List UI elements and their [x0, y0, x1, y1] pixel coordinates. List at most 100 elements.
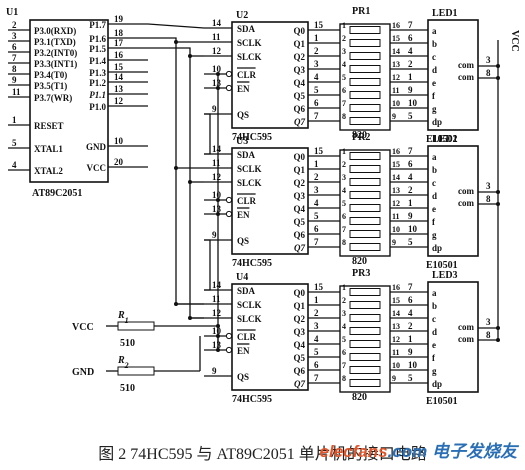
resistor-pack-part: 820: [352, 256, 367, 267]
shift-register-input-name: SCLK: [237, 164, 262, 174]
resistor-pack-left-pin: 7: [342, 225, 346, 234]
resistor-pack-left-pin: 3: [342, 309, 346, 318]
resistor-element: [349, 301, 381, 309]
shift-register-output-name: Q3: [293, 65, 305, 75]
inversion-bubble: [225, 346, 233, 354]
display-body: [427, 19, 479, 131]
shift-register-output-pin-number: 5: [314, 347, 319, 357]
u1-left-pin-number: 9: [12, 75, 17, 85]
display-pin-number: 2: [408, 59, 413, 69]
shift-register-output-pin-number: 15: [314, 20, 324, 30]
u1-right-pin-name: P1.5: [89, 44, 106, 54]
display-part: E10501: [426, 134, 458, 145]
shift-register-output-name: Q0: [293, 152, 305, 162]
display-segment-label: d: [432, 327, 437, 337]
u1-body: [29, 19, 109, 183]
resistor-pack-left-pin: 2: [342, 296, 346, 305]
resistor-element: [349, 78, 381, 86]
u1-right-pin-number: 13: [114, 84, 124, 94]
shift-register-input-pin-number: 12: [212, 46, 222, 56]
u1-left-pin-number: 1: [12, 115, 17, 125]
shift-register-input-pin-number: 14: [212, 144, 222, 154]
display-common-label: com: [458, 198, 474, 208]
u1-left-pin-number: 4: [12, 160, 17, 170]
u1-left-pin-name: P3.4(T0): [34, 70, 67, 80]
u1-right-pin-number: 15: [114, 62, 124, 72]
display-segment-label: f: [432, 217, 436, 227]
display-segment-label: c: [432, 178, 436, 188]
display-segment-label: c: [432, 314, 436, 324]
shift-register-output-pin-number: 7: [314, 237, 319, 247]
junction-dot: [188, 54, 192, 58]
shift-register-output-name: Q5: [293, 217, 305, 227]
display-pin-number: 1: [408, 72, 413, 82]
resistor-pack-left-pin: 4: [342, 60, 346, 69]
display-common-label: com: [458, 72, 474, 82]
shift-register-input-name: CLR: [237, 196, 257, 206]
shift-register-body: [231, 21, 309, 129]
common-pin-number: 3: [486, 317, 491, 327]
display-pin-number: 10: [408, 224, 418, 234]
resistor-element: [349, 353, 381, 361]
display-segment-label: dp: [432, 117, 442, 127]
u1-left-pin-name: P3.1(TXD): [34, 37, 76, 47]
watermark-part-2: .com: [387, 442, 428, 461]
u1-right-pin-name: P1.4: [89, 56, 106, 66]
display-segment-label: e: [432, 204, 436, 214]
shift-register-stages: U274HC59514SDA11SCLK12SLCK10CLR13EN9QSQ0…: [147, 6, 498, 407]
resistor-element: [349, 314, 381, 322]
resistor-pack-left-pin: 8: [342, 238, 346, 247]
shift-register-input-name: EN: [237, 210, 250, 220]
u1-right-pin-number: 14: [114, 72, 124, 82]
common-vcc-label: VCC: [509, 30, 520, 52]
shift-register-output-pin-number: 4: [314, 72, 319, 82]
display-segment-label: dp: [432, 379, 442, 389]
u1-left-pin-name: P3.5(T1): [34, 81, 67, 91]
junction-dot: [174, 166, 178, 170]
shift-register-input-pin-number: 9: [212, 366, 217, 376]
resistor-element: [349, 191, 381, 199]
shift-register-output-pin-number: 2: [314, 46, 319, 56]
resistor-element: [349, 230, 381, 238]
junction-dot: [216, 212, 220, 216]
shift-register-output-pin-number: 4: [314, 334, 319, 344]
display-pin-number: 5: [408, 111, 413, 121]
shift-register-output-pin-number: 2: [314, 172, 319, 182]
resistor-pack-right-pin: 12: [392, 73, 400, 82]
shift-register-input-pin-number: 10: [212, 326, 222, 336]
display-common-label: com: [458, 186, 474, 196]
display-pin-number: 9: [408, 211, 413, 221]
resistor-element: [349, 52, 381, 60]
shift-register-output-name: Q2: [293, 178, 305, 188]
shift-register-output-name: Q6: [293, 230, 305, 240]
u1-right-pin-number: 20: [114, 157, 124, 167]
display-segment-label: g: [432, 230, 437, 240]
resistor-pack-right-pin: 14: [392, 173, 400, 182]
resistor-pack-right-pin: 15: [392, 34, 400, 43]
resistor-pack-left-pin: 6: [342, 348, 346, 357]
shift-register-output-pin-number: 1: [314, 295, 319, 305]
u1-right-pin-name: P1.0: [89, 102, 106, 112]
display-segment-label: g: [432, 366, 437, 376]
shift-register-output-pin-number: 6: [314, 98, 319, 108]
shift-register-output-pin-number: 1: [314, 33, 319, 43]
shift-register-input-pin-number: 10: [212, 190, 222, 200]
shift-register-input-pin-number: 9: [212, 104, 217, 114]
resistor-pack-right-pin: 11: [392, 348, 400, 357]
resistor-pack-right-pin: 13: [392, 322, 400, 331]
u1-right-pin-number: 12: [114, 96, 124, 106]
u1-left-pin-number: 11: [12, 87, 21, 97]
shift-register-body: [231, 147, 309, 255]
stage-1: U274HC59514SDA11SCLK12SLCK10CLR13EN9QSQ0…: [204, 6, 498, 145]
common-pin-number: 8: [486, 330, 491, 340]
u1-part: AT89C2051: [32, 188, 82, 199]
resistor-pack-right-pin: 10: [392, 225, 400, 234]
u1-left-pin-name: XTAL1: [34, 144, 63, 154]
display-segment-label: b: [432, 165, 437, 175]
shift-register-input-name: EN: [237, 84, 250, 94]
common-pin-number: 8: [486, 194, 491, 204]
resistor-element: [349, 243, 381, 251]
resistor-pack-right-pin: 16: [392, 21, 400, 30]
resistor-pack-right-pin: 11: [392, 212, 400, 221]
resistor-pack-left-pin: 1: [342, 147, 346, 156]
